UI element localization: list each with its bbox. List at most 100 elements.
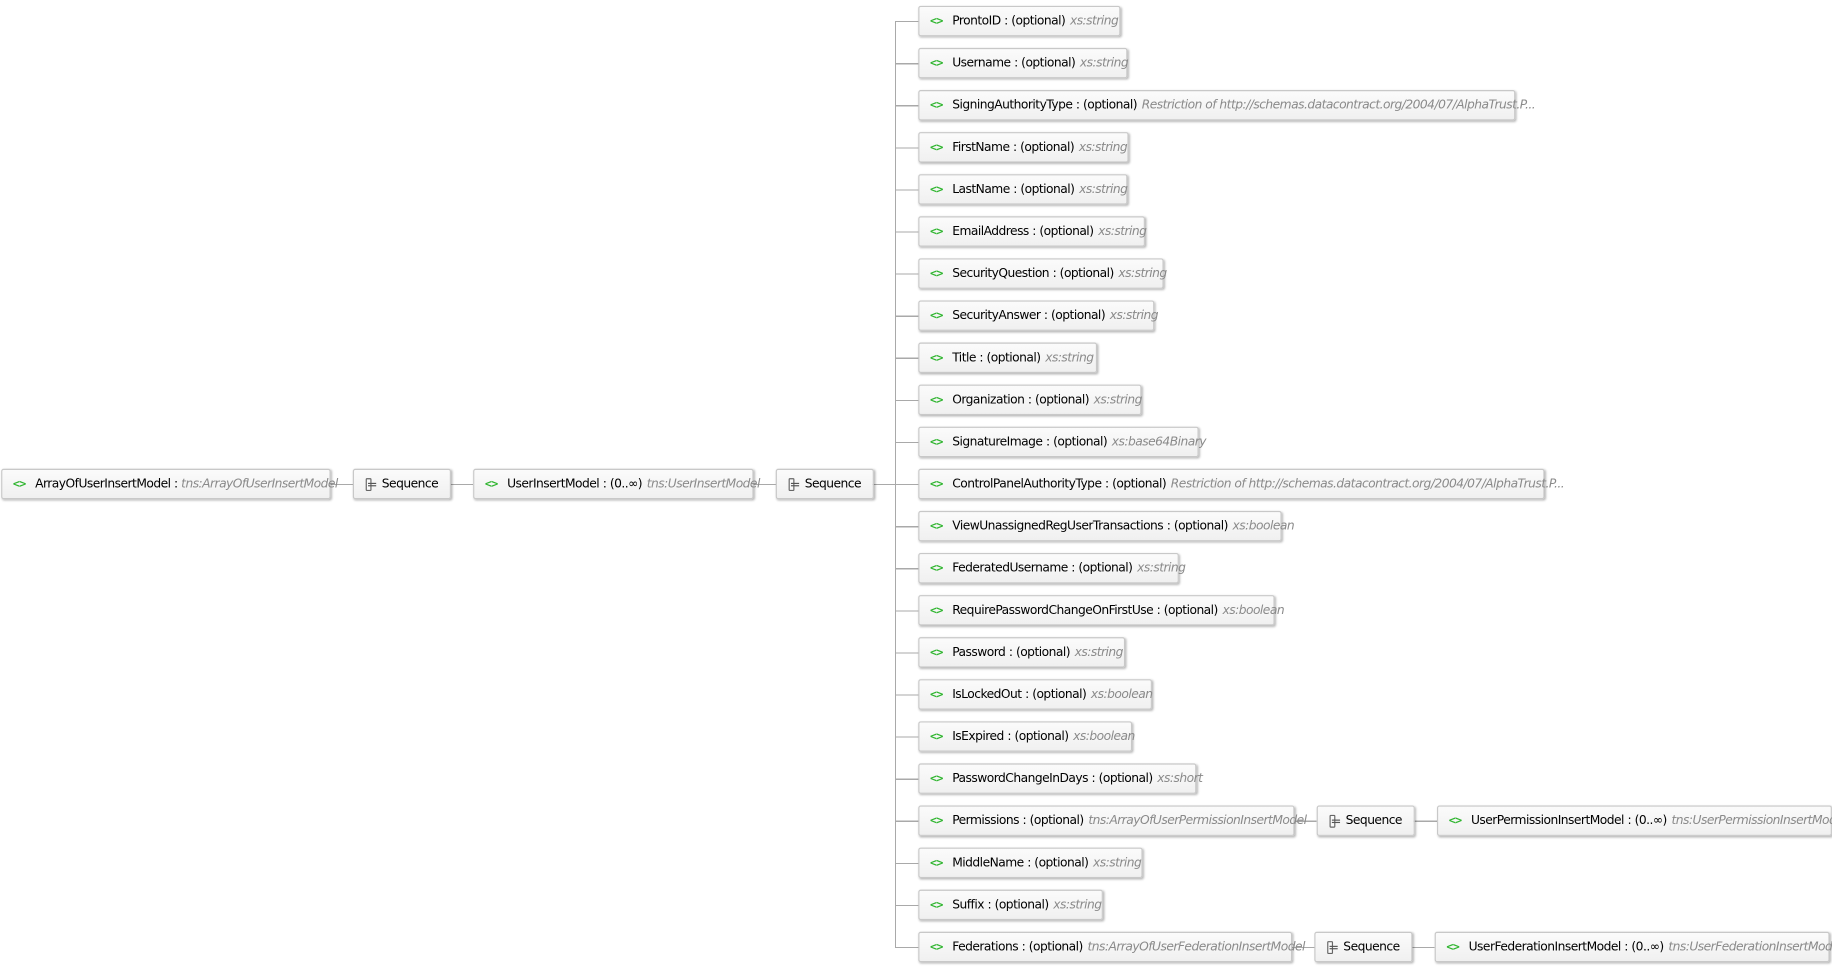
element-icon: <> xyxy=(929,940,943,954)
element-node-lastname[interactable]: <> LastName : (optional) xs:string xyxy=(918,174,1128,205)
element-name: MiddleName xyxy=(952,855,1024,870)
element-node-federations[interactable]: <> Federations : (optional) tns:ArrayOfU… xyxy=(918,931,1305,963)
element-type: tns:ArrayOfUserInsertModel xyxy=(181,476,338,492)
element-node-email-address[interactable]: <> EmailAddress : (optional) xs:string xyxy=(918,216,1147,247)
element-node-password[interactable]: <> Password : (optional) xs:string xyxy=(918,637,1126,668)
element-node-organization[interactable]: <> Organization : (optional) xs:string xyxy=(918,384,1143,416)
element-node-username[interactable]: <> Username : (optional) xs:string xyxy=(918,47,1129,79)
element-type: xs:string xyxy=(1137,561,1186,576)
element-node-control-panel-authority-type[interactable]: <> ControlPanelAuthorityType : (optional… xyxy=(918,468,1565,500)
element-node-is-expired[interactable]: <> IsExpired : (optional) xs:boolean xyxy=(918,721,1135,752)
element-icon: <> xyxy=(929,140,943,154)
sequence-label: Sequence xyxy=(1343,939,1400,954)
element-cardinality: (optional) xyxy=(1034,392,1090,407)
element-name: PasswordChangeInDays xyxy=(952,771,1088,786)
element-node-security-question[interactable]: <> SecurityQuestion : (optional) xs:stri… xyxy=(918,258,1167,289)
sequence-node[interactable]: Sequence xyxy=(775,468,874,500)
element-icon: <> xyxy=(1446,940,1460,954)
element-type: xs:string xyxy=(1118,266,1167,281)
element-name: SecurityQuestion xyxy=(952,266,1050,281)
element-colon: : xyxy=(1014,56,1018,71)
element-icon: <> xyxy=(929,56,943,70)
element-cardinality: (optional) xyxy=(1011,14,1066,29)
element-icon: <> xyxy=(929,435,943,449)
element-colon: : xyxy=(1025,687,1029,702)
element-type: xs:boolean xyxy=(1090,687,1153,702)
element-cardinality: (optional) xyxy=(1014,729,1069,744)
sequence-node[interactable]: Sequence xyxy=(352,468,451,500)
element-cardinality: (optional) xyxy=(1028,939,1084,954)
element-node-title[interactable]: <> Title : (optional) xs:string xyxy=(918,342,1098,373)
element-node-suffix[interactable]: <> Suffix : (optional) xs:string xyxy=(918,889,1103,921)
element-type: xs:string xyxy=(1098,224,1147,239)
element-colon: : xyxy=(979,350,984,365)
element-node-is-locked-out[interactable]: <> IsLockedOut : (optional) xs:boolean xyxy=(918,679,1153,710)
element-icon: <> xyxy=(929,351,943,365)
element-colon: : xyxy=(1091,771,1096,786)
element-node-middlename[interactable]: <> MiddleName : (optional) xs:string xyxy=(918,847,1143,878)
element-colon: : xyxy=(1027,392,1032,407)
element-colon: : xyxy=(1027,855,1031,870)
element-cardinality: (optional) xyxy=(1083,98,1138,113)
element-name: FirstName xyxy=(952,140,1010,155)
element-node-password-change-in-days[interactable]: <> PasswordChangeInDays : (optional) xs:… xyxy=(918,763,1203,794)
element-name: Username xyxy=(952,56,1011,71)
element-type: xs:string xyxy=(1045,350,1094,365)
element-colon: : xyxy=(1104,476,1109,492)
element-cardinality: (optional) xyxy=(1039,224,1094,239)
element-type: xs:base64Binary xyxy=(1111,434,1207,449)
element-type: xs:short xyxy=(1157,771,1203,786)
element-colon: : xyxy=(1071,561,1075,576)
element-name: Federations xyxy=(952,939,1019,954)
element-node-user-insert-model[interactable]: <> UserInsertModel : (0..∞) tns:UserInse… xyxy=(473,468,760,500)
element-type: xs:boolean xyxy=(1232,519,1295,534)
element-node-signature-image[interactable]: <> SignatureImage : (optional) xs:base64… xyxy=(918,426,1207,458)
element-node-firstname[interactable]: <> FirstName : (optional) xs:string xyxy=(918,132,1129,163)
element-node-require-password-change-on-first-use[interactable]: <> RequirePasswordChangeOnFirstUse : (op… xyxy=(918,595,1285,626)
element-name: UserInsertModel xyxy=(507,476,600,492)
element-colon: : xyxy=(1007,729,1011,744)
element-name: ArrayOfUserInsertModel xyxy=(35,476,171,492)
element-name: EmailAddress xyxy=(952,224,1029,239)
element-colon: : xyxy=(1013,182,1017,197)
element-cardinality: (optional) xyxy=(1034,855,1089,870)
element-icon: <> xyxy=(929,519,943,533)
element-colon: : xyxy=(602,476,607,492)
element-colon: : xyxy=(1022,813,1027,828)
element-node-security-answer[interactable]: <> SecurityAnswer : (optional) xs:string xyxy=(918,300,1159,331)
element-node-signing-authority-type[interactable]: <> SigningAuthorityType : (optional) Res… xyxy=(918,90,1536,121)
element-node-root[interactable]: <> ArrayOfUserInsertModel : tns:ArrayOfU… xyxy=(1,468,338,500)
element-node-permissions[interactable]: <> Permissions : (optional) tns:ArrayOfU… xyxy=(918,805,1307,836)
element-icon: <> xyxy=(929,772,943,786)
element-name: ProntoID xyxy=(952,14,1001,29)
element-name: UserPermissionInsertModel xyxy=(1470,813,1625,828)
element-name: Password xyxy=(952,645,1006,660)
element-node-federated-username[interactable]: <> FederatedUsername : (optional) xs:str… xyxy=(918,552,1186,584)
element-name: Title xyxy=(952,350,976,365)
element-cardinality: (optional) xyxy=(1032,687,1087,702)
element-node-user-federation-insert-model[interactable]: <> UserFederationInsertModel : (0..∞) tn… xyxy=(1434,931,1832,963)
element-colon: : xyxy=(1627,813,1632,828)
element-node-user-permission-insert-model[interactable]: <> UserPermissionInsertModel : (0..∞) tn… xyxy=(1437,805,1832,836)
element-icon: <> xyxy=(929,477,943,491)
element-type: tns:UserInsertModel xyxy=(646,476,761,492)
element-colon: : xyxy=(987,897,992,912)
element-colon: : xyxy=(174,476,178,492)
element-type: tns:ArrayOfUserFederationInsertModel xyxy=(1087,939,1305,954)
element-node-view-unassigned-reg-user-transactions[interactable]: <> ViewUnassignedRegUserTransactions : (… xyxy=(918,510,1295,542)
element-cardinality: (optional) xyxy=(1015,645,1071,660)
sequence-node[interactable]: Sequence xyxy=(1314,931,1413,963)
element-colon: : xyxy=(1032,224,1036,239)
element-type: xs:string xyxy=(1093,392,1143,407)
element-icon: <> xyxy=(929,856,943,870)
element-node-prontoid[interactable]: <> ProntoID : (optional) xs:string xyxy=(918,5,1121,37)
sequence-node[interactable]: Sequence xyxy=(1316,805,1415,836)
element-icon: <> xyxy=(929,561,943,575)
element-name: SecurityAnswer xyxy=(952,308,1041,323)
element-icon: <> xyxy=(929,182,943,196)
element-icon: <> xyxy=(929,225,943,238)
element-type: tns:UserPermissionInsertModel xyxy=(1671,813,1832,828)
element-icon: <> xyxy=(929,393,943,407)
sequence-icon xyxy=(1327,940,1338,954)
